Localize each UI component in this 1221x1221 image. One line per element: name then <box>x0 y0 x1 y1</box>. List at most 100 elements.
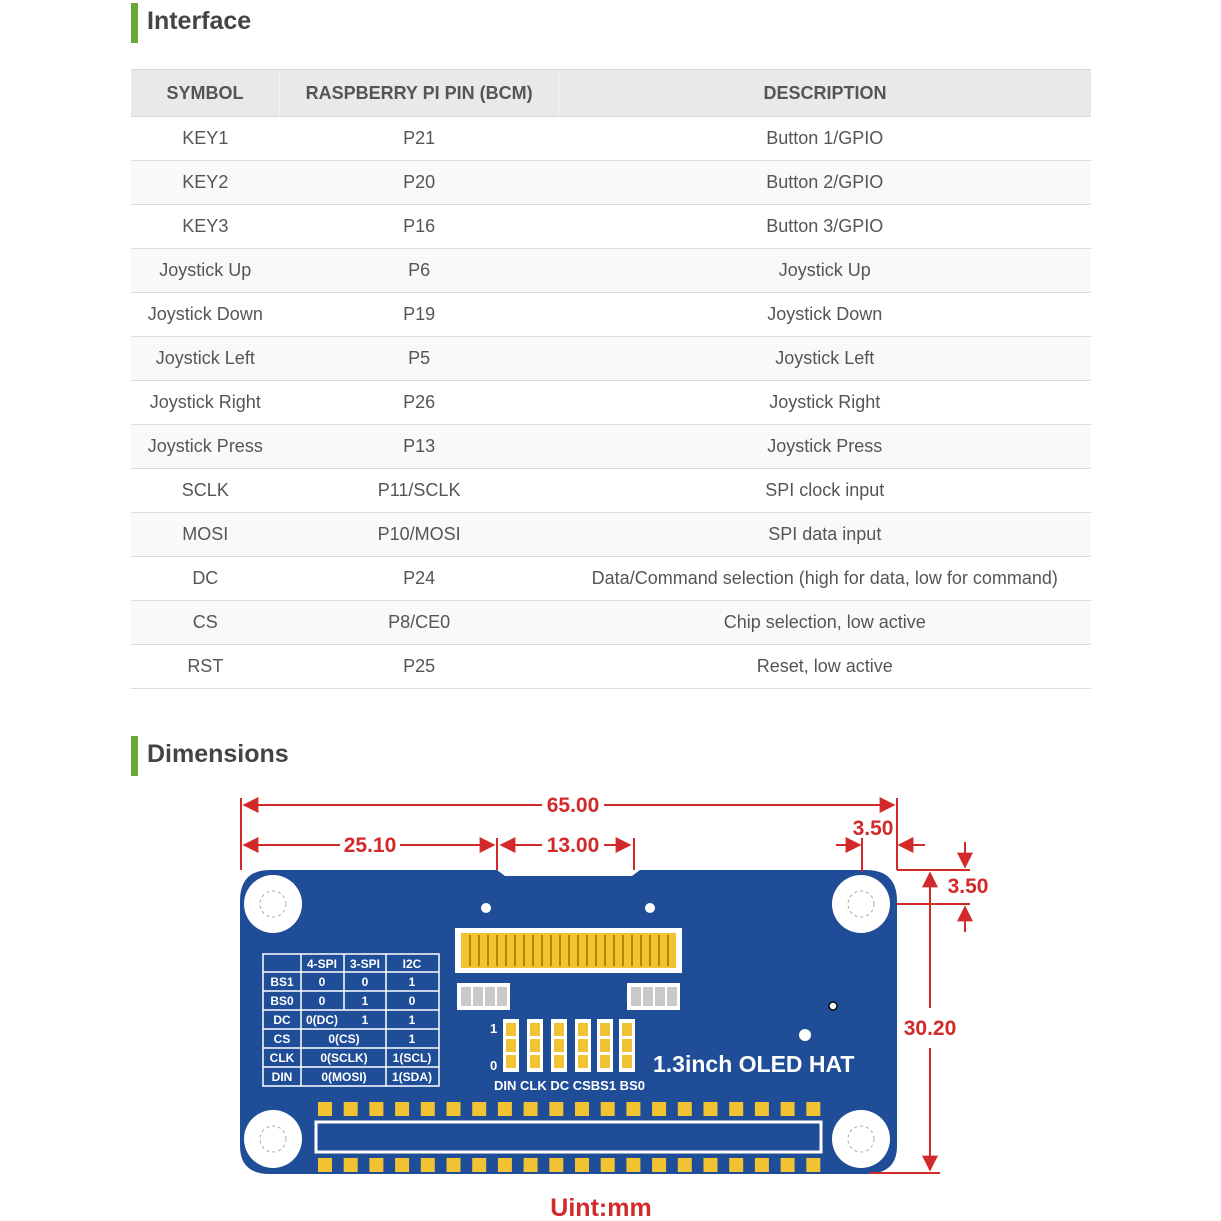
cell-description: Data/Command selection (high for data, l… <box>558 556 1091 601</box>
header-pin-pad <box>677 1158 692 1172</box>
header-pin-pad <box>652 1158 667 1172</box>
header-pin-pad <box>575 1102 589 1116</box>
header-pin-pad <box>523 1158 538 1172</box>
header-pin-pad <box>729 1158 744 1172</box>
mounting-hole-icon <box>832 1110 890 1168</box>
header-pin-pad <box>497 1102 512 1116</box>
cell-description: SPI clock input <box>558 468 1091 513</box>
cell-symbol: SCLK <box>131 468 280 513</box>
header-pin-pad <box>729 1102 744 1116</box>
config-cell: 1 <box>362 1013 369 1027</box>
cell-description: Chip selection, low active <box>558 600 1091 645</box>
header-pin-pad <box>497 1158 512 1172</box>
cell-pin: P6 <box>279 248 559 293</box>
unit-label: Uint:mm <box>550 1194 651 1221</box>
config-cell: 0 <box>319 994 326 1008</box>
cell-pin: P25 <box>279 644 559 689</box>
cell-description: Joystick Press <box>558 424 1091 469</box>
config-cell: 1(SDA) <box>392 1070 432 1084</box>
config-cell: DIN <box>272 1070 293 1084</box>
cell-pin: P21 <box>279 116 559 161</box>
header-pin: RASPBERRY PI PIN (BCM) <box>279 69 559 117</box>
config-cell: 1 <box>409 975 416 989</box>
cell-description: Button 3/GPIO <box>558 204 1091 249</box>
header-pin-pad <box>754 1158 769 1172</box>
config-header: 4-SPI <box>307 957 337 971</box>
cell-pin: P13 <box>279 424 559 469</box>
cell-description: Button 2/GPIO <box>558 160 1091 205</box>
config-cell: 0 <box>409 994 416 1008</box>
header-pin-pad <box>318 1158 332 1172</box>
jumper-row-label: 1 <box>490 1021 497 1036</box>
config-cell: BS0 <box>270 994 294 1008</box>
cell-symbol: Joystick Right <box>131 380 280 425</box>
header-pin-pad <box>369 1102 384 1116</box>
jumper-pads <box>503 1019 635 1072</box>
board-label: 1.3inch OLED HAT <box>653 1051 855 1077</box>
cell-description: Joystick Left <box>558 336 1091 381</box>
cell-symbol: KEY2 <box>131 160 280 205</box>
cell-description: SPI data input <box>558 512 1091 557</box>
header-pin-pad <box>575 1158 589 1172</box>
cell-description: Joystick Right <box>558 380 1091 425</box>
config-cell: 1 <box>362 994 369 1008</box>
dim-connector-width: 13.00 <box>547 834 600 857</box>
dim-offset-left: 25.10 <box>344 834 397 857</box>
cell-symbol: Joystick Press <box>131 424 280 469</box>
cell-symbol: KEY3 <box>131 204 280 249</box>
config-header: 3-SPI <box>350 957 380 971</box>
cell-description: Joystick Up <box>558 248 1091 293</box>
header-pin-pad <box>549 1102 564 1116</box>
config-cell: 0 <box>362 975 369 989</box>
cell-pin: P5 <box>279 336 559 381</box>
mounting-hole-icon <box>244 1110 302 1168</box>
header-symbol: SYMBOL <box>131 69 280 117</box>
header-pin-pad <box>343 1102 358 1116</box>
config-cell: CS <box>274 1032 291 1046</box>
interface-table: SYMBOL RASPBERRY PI PIN (BCM) DESCRIPTIO… <box>131 69 1091 689</box>
cell-symbol: CS <box>131 600 280 645</box>
cell-symbol: Joystick Up <box>131 248 280 293</box>
cell-pin: P16 <box>279 204 559 249</box>
config-cell: 0(MOSI) <box>321 1070 366 1084</box>
header-pin-pad <box>677 1102 692 1116</box>
pcb-board: 1 0 DIN CLK DC CSBS1 BS0 1.3inch OLED HA… <box>240 870 897 1174</box>
dim-hole-inset-y: 3.50 <box>948 875 989 898</box>
header-pin-pad <box>780 1158 795 1172</box>
jumper-row-label: 0 <box>490 1058 497 1073</box>
header-pin-pad <box>343 1158 358 1172</box>
header-pin-pad <box>420 1102 435 1116</box>
cell-symbol: DC <box>131 556 280 601</box>
cell-description: Button 1/GPIO <box>558 116 1091 161</box>
gpio-header <box>314 1102 823 1172</box>
dim-hole-inset-x: 3.50 <box>853 817 894 840</box>
cell-symbol: Joystick Left <box>131 336 280 381</box>
cell-symbol: MOSI <box>131 512 280 557</box>
header-description: DESCRIPTION <box>558 69 1091 117</box>
header-pin-pad <box>369 1158 384 1172</box>
config-cell: CLK <box>270 1051 295 1065</box>
header-pin-pad <box>626 1102 641 1116</box>
jumper-labels: DIN CLK DC CSBS1 BS0 <box>494 1078 645 1093</box>
cell-pin: P26 <box>279 380 559 425</box>
header-pin-pad <box>446 1102 461 1116</box>
header-pin-pad <box>472 1158 487 1172</box>
dimensions-title: Dimensions <box>131 736 289 776</box>
header-pin-pad <box>395 1158 410 1172</box>
dim-width-total: 65.00 <box>547 794 600 817</box>
header-pin-pad <box>318 1102 332 1116</box>
header-pin-pad <box>446 1158 461 1172</box>
table-header-row: SYMBOL RASPBERRY PI PIN (BCM) DESCRIPTIO… <box>131 69 1091 117</box>
header-pin-pad <box>780 1102 795 1116</box>
cell-description: Reset, low active <box>558 644 1091 689</box>
